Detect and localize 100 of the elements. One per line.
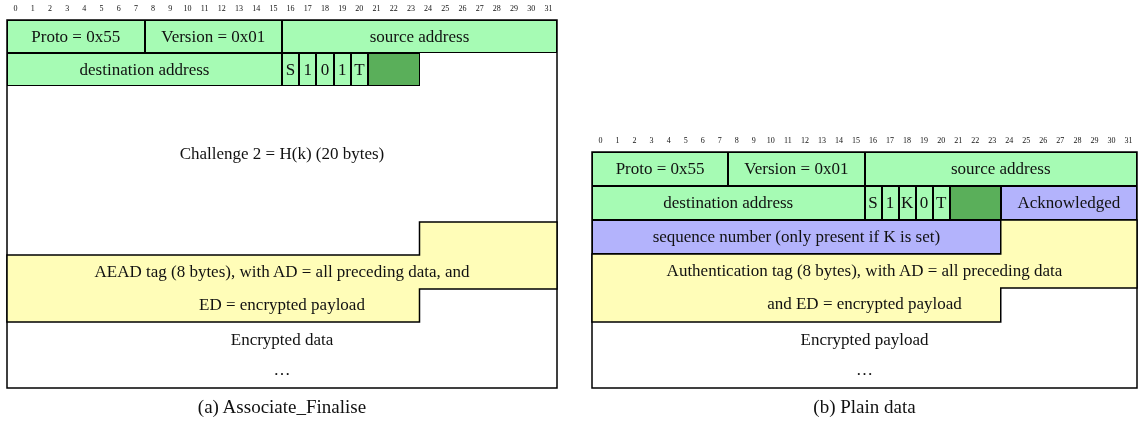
field-text: Proto = 0x55 bbox=[615, 158, 705, 180]
header-field bbox=[728, 152, 865, 186]
bit-number: 1 bbox=[29, 4, 36, 13]
bit-number: 27 bbox=[474, 4, 485, 13]
bit-number: 13 bbox=[816, 136, 827, 145]
field-text: Encrypted data bbox=[230, 329, 334, 351]
bit-number: 12 bbox=[216, 4, 227, 13]
bit-number: 21 bbox=[371, 4, 382, 13]
header-field bbox=[282, 53, 300, 86]
header-field bbox=[7, 53, 282, 86]
bit-number: 12 bbox=[799, 136, 810, 145]
bit-number: 2 bbox=[631, 136, 638, 145]
bit-number: 0 bbox=[12, 4, 19, 13]
bit-number: 10 bbox=[182, 4, 193, 13]
bit-number: 7 bbox=[716, 136, 723, 145]
field-text: 1 bbox=[337, 58, 347, 81]
field-text: source address bbox=[950, 158, 1051, 180]
bit-number: 5 bbox=[682, 136, 689, 145]
bit-number: 26 bbox=[1038, 136, 1049, 145]
bit-number: 15 bbox=[268, 4, 279, 13]
header-field bbox=[592, 152, 729, 186]
tag-field bbox=[7, 222, 557, 322]
bit-number: 20 bbox=[936, 136, 947, 145]
bit-number: 29 bbox=[1089, 136, 1100, 145]
field-text: destination address bbox=[663, 192, 794, 214]
bit-number: 31 bbox=[1123, 136, 1134, 145]
field-text: T bbox=[354, 58, 365, 81]
field-text: T bbox=[935, 192, 947, 214]
bit-number: 19 bbox=[919, 136, 930, 145]
bit-number: 25 bbox=[440, 4, 451, 13]
bit-number: 30 bbox=[1106, 136, 1117, 145]
field-text: … bbox=[856, 359, 873, 381]
bit-number: 19 bbox=[337, 4, 348, 13]
bit-number: 1 bbox=[614, 136, 621, 145]
bit-number: 8 bbox=[733, 136, 740, 145]
bit-number: 18 bbox=[319, 4, 330, 13]
reserved-field bbox=[949, 186, 1001, 220]
bit-number: 22 bbox=[388, 4, 399, 13]
bit-number: 7 bbox=[132, 4, 139, 13]
bit-number: 20 bbox=[354, 4, 365, 13]
bit-number: 14 bbox=[251, 4, 262, 13]
field-text: Acknowledged bbox=[1017, 192, 1121, 214]
field-text: sequence number (only present if K is set) bbox=[652, 226, 941, 248]
bit-number: 29 bbox=[509, 4, 520, 13]
figure-caption: (b) Plain data bbox=[812, 396, 917, 418]
bit-number: 24 bbox=[423, 4, 434, 13]
sequence-field bbox=[1000, 186, 1137, 220]
bit-number: 8 bbox=[150, 4, 157, 13]
bit-number: 18 bbox=[902, 136, 913, 145]
bit-number: 28 bbox=[1072, 136, 1083, 145]
field-text: Authentication tag (8 bytes), with AD = all preceding data and ED = encrypted payload bbox=[665, 260, 1064, 315]
bit-number: 14 bbox=[833, 136, 844, 145]
tag-field bbox=[592, 220, 1137, 322]
bit-number: 25 bbox=[1021, 136, 1032, 145]
bit-number: 30 bbox=[526, 4, 537, 13]
field-text: 1 bbox=[885, 192, 895, 214]
bit-number: 2 bbox=[46, 4, 53, 13]
field-text: source address bbox=[369, 25, 470, 48]
field-text: 0 bbox=[919, 192, 929, 214]
bit-number: 13 bbox=[234, 4, 245, 13]
field-text: 0 bbox=[320, 58, 330, 81]
field-text: S bbox=[868, 192, 878, 214]
bit-number: 23 bbox=[405, 4, 416, 13]
bit-number: 31 bbox=[543, 4, 554, 13]
bit-number: 23 bbox=[987, 136, 998, 145]
field-text: Encrypted payload bbox=[800, 329, 929, 351]
bit-number: 26 bbox=[457, 4, 468, 13]
field-text: 1 bbox=[303, 58, 313, 81]
field-text: … bbox=[273, 359, 291, 381]
field-text: Version = 0x01 bbox=[744, 158, 849, 180]
header-field bbox=[7, 20, 145, 53]
bit-number: 11 bbox=[199, 4, 210, 13]
bit-number: 22 bbox=[970, 136, 981, 145]
bit-number: 16 bbox=[285, 4, 296, 13]
bit-number: 9 bbox=[750, 136, 757, 145]
bit-number: 16 bbox=[868, 136, 878, 145]
field-text: destination address bbox=[79, 58, 210, 81]
header-field bbox=[299, 53, 317, 86]
bit-number: 28 bbox=[491, 4, 502, 13]
bit-number: 4 bbox=[665, 136, 672, 145]
header-field bbox=[282, 20, 557, 53]
field-text: Challenge 2 = H(k) (20 bytes) bbox=[179, 143, 385, 165]
bit-number: 3 bbox=[648, 136, 655, 145]
bit-number: 0 bbox=[597, 136, 604, 145]
header-field bbox=[864, 152, 1137, 186]
bit-number: 6 bbox=[699, 136, 706, 145]
bit-number: 27 bbox=[1055, 136, 1066, 145]
field-text: AEAD tag (8 bytes), with AD = all preceding data, and ED = encrypted payload bbox=[93, 261, 471, 316]
bit-number: 15 bbox=[851, 136, 861, 145]
field-text: K bbox=[900, 192, 914, 214]
bit-number: 17 bbox=[885, 136, 896, 145]
field-text: Version = 0x01 bbox=[161, 25, 266, 48]
header-field bbox=[144, 20, 282, 53]
bit-number: 11 bbox=[783, 136, 793, 145]
sequence-field bbox=[592, 220, 1001, 254]
bit-number: 3 bbox=[64, 4, 71, 13]
header-field bbox=[316, 53, 334, 86]
field-text: Proto = 0x55 bbox=[31, 25, 121, 48]
field-text: S bbox=[285, 58, 296, 81]
bit-number: 24 bbox=[1004, 136, 1015, 145]
